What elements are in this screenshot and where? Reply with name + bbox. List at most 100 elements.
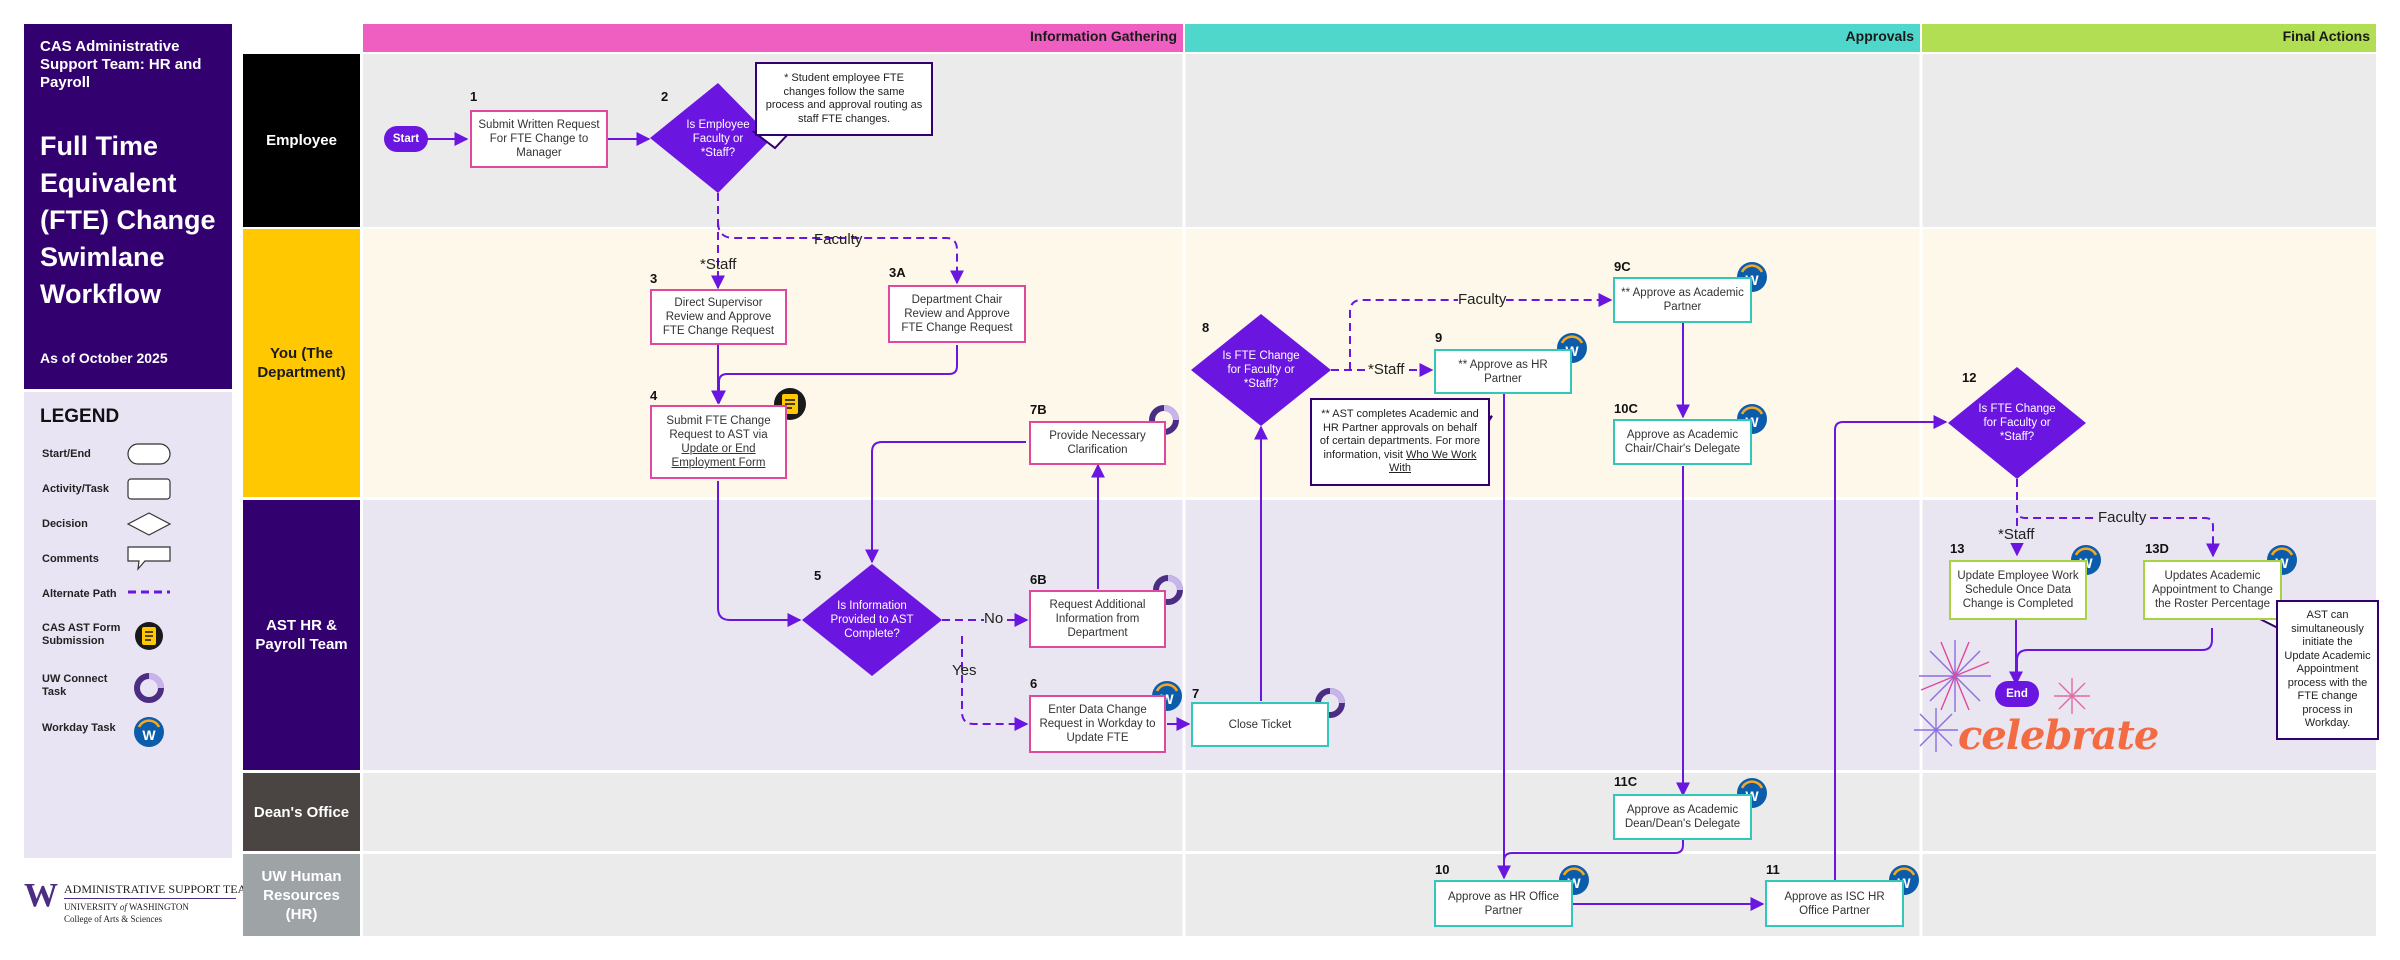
step-3-number: 3 <box>650 271 658 286</box>
path-label-yes: Yes <box>952 662 977 679</box>
step-5-number: 5 <box>814 568 822 583</box>
step-10c-number: 10C <box>1614 401 1638 416</box>
legend-workday-icon: W <box>134 717 164 747</box>
step-1-task: Submit Written Request For FTE Change to… <box>470 110 608 168</box>
step-7-number: 7 <box>1192 686 1200 701</box>
legend-label-workday: Workday Task <box>42 722 116 734</box>
step-9-task: ** Approve as HR Partner <box>1434 349 1572 394</box>
legend-label-uwconnect: UW Connect Task <box>42 673 108 698</box>
celebrate-icon: celebrate <box>1958 712 2159 759</box>
step-11-task: Approve as ISC HR Office Partner <box>1765 880 1904 927</box>
update-or-end-employment-form-link[interactable]: Update or End Employment Form <box>671 443 766 469</box>
fireworks-icon <box>1914 640 2090 752</box>
step-2-number: 2 <box>661 89 669 104</box>
ast-logo: W ADMINISTRATIVE SUPPORT TEAM UNIVERSITY… <box>24 877 257 928</box>
comment-ast-approvals: ** AST completes Academic and HR Partner… <box>1310 398 1490 486</box>
logo-line-2-b: of <box>119 902 127 912</box>
lane-uw-hr <box>363 854 2376 936</box>
svg-text:W: W <box>142 727 156 743</box>
step-5-decision-text: Is Information Provided to AST Complete? <box>830 600 914 640</box>
who-we-work-with-link[interactable]: Who We Work With <box>1389 448 1477 475</box>
start-terminal: Start <box>384 126 428 152</box>
step-3a-task: Department Chair Review and Approve FTE … <box>888 285 1026 343</box>
path-label-staff-2: *Staff <box>700 256 737 273</box>
lane-ast <box>363 500 2376 770</box>
path-label-faculty-12: Faculty <box>2098 509 2147 526</box>
step-2-decision-text: Is Employee Faculty or *Staff? <box>686 119 750 159</box>
lane-header-uw-hr: UW Human Resources (HR) <box>243 854 360 936</box>
comment-student-employees: * Student employee FTE changes follow th… <box>755 62 933 136</box>
step-11c-task: Approve as Academic Dean/Dean's Delegate <box>1613 794 1752 840</box>
step-9-number: 9 <box>1435 330 1443 345</box>
step-6-task: Enter Data Change Request in Workday to … <box>1029 695 1166 753</box>
path-label-staff-12: *Staff <box>1998 526 2035 543</box>
step-13d-task: Updates Academic Appointment to Change t… <box>2143 560 2282 620</box>
decision-12-diamond <box>1948 367 2086 479</box>
legend-activity-shape <box>127 478 171 500</box>
step-3a-number: 3A <box>889 265 906 280</box>
lane-header-ast: AST HR & Payroll Team <box>243 500 360 770</box>
legend-label-comments: Comments <box>42 553 99 565</box>
step-8-number: 8 <box>1202 320 1210 335</box>
decision-8-diamond <box>1191 314 1331 426</box>
path-label-faculty-8: Faculty <box>1458 291 1507 308</box>
page-title: Full Time Equivalent (FTE) Change Swimla… <box>40 131 216 309</box>
lane-deans-office <box>363 773 2376 851</box>
step-9c-task: ** Approve as Academic Partner <box>1613 277 1752 323</box>
phase-approvals: Approvals <box>1185 24 1920 52</box>
date-line: As of October 2025 <box>40 350 168 366</box>
step-11-number: 11 <box>1766 862 1780 877</box>
phase-information-gathering: Information Gathering <box>363 24 1183 52</box>
legend-label-start-end: Start/End <box>42 448 91 460</box>
step-11c-number: 11C <box>1614 774 1638 789</box>
step-7b-number: 7B <box>1030 402 1047 417</box>
lane-header-employee: Employee <box>243 54 360 227</box>
step-4-number: 4 <box>650 388 658 403</box>
step-4-task: Submit FTE Change Request to AST via Upd… <box>650 405 787 479</box>
lane-header-department: You (The Department) <box>243 229 360 497</box>
step-13d-number: 13D <box>2145 541 2169 556</box>
legend-title: LEGEND <box>40 406 120 427</box>
step-10-number: 10 <box>1435 862 1450 877</box>
step-10c-task: Approve as Academic Chair/Chair's Delega… <box>1613 419 1752 465</box>
comment-simultaneous-appointment: AST can simultaneously initiate the Upda… <box>2276 600 2379 740</box>
step-10-task: Approve as HR Office Partner <box>1434 880 1573 927</box>
path-label-staff-8: *Staff <box>1368 361 1405 378</box>
step-8-decision-text: Is FTE Change for Faculty or *Staff? <box>1222 350 1300 390</box>
legend-label-decision: Decision <box>42 518 88 530</box>
step-13-number: 13 <box>1950 541 1965 556</box>
logo-line-2-a: UNIVERSITY <box>64 902 120 912</box>
step-6b-number: 6B <box>1030 572 1047 587</box>
legend-form-icon <box>135 622 163 650</box>
step-12-decision-text: Is FTE Change for Faculty or *Staff? <box>1978 403 2056 443</box>
logo-line-1: ADMINISTRATIVE SUPPORT TEAM <box>64 882 257 896</box>
logo-line-3: College of Arts & Sciences <box>64 914 162 924</box>
legend-label-alternate: Alternate Path <box>42 588 117 600</box>
step-4-text: Submit FTE Change Request to AST via <box>666 415 771 441</box>
step-7-task: Close Ticket <box>1191 702 1329 747</box>
lane-header-deans-office: Dean's Office <box>243 773 360 851</box>
step-1-number: 1 <box>470 89 478 104</box>
step-6b-task: Request Additional Information from Depa… <box>1029 590 1166 648</box>
logo-divider <box>64 898 236 899</box>
legend: LEGEND Start/End Activity/Task Decision … <box>24 392 232 858</box>
decision-2-diamond <box>650 83 772 193</box>
decision-5-diamond <box>802 564 942 676</box>
department-title: CAS Administrative Support Team: HR and … <box>40 38 202 91</box>
comment-ast-approvals-text: ** AST completes Academic and HR Partner… <box>1319 408 1481 461</box>
step-7b-task: Provide Necessary Clarification <box>1029 421 1166 465</box>
title-panel: CAS Administrative Support Team: HR and … <box>24 24 232 389</box>
legend-label-activity: Activity/Task <box>42 483 110 495</box>
uw-w-logo-icon: W <box>24 877 58 914</box>
legend-uwconnect-icon <box>134 673 164 703</box>
phase-final-actions: Final Actions <box>1922 24 2376 52</box>
step-12-number: 12 <box>1962 370 1977 385</box>
step-13-task: Update Employee Work Schedule Once Data … <box>1949 560 2087 620</box>
legend-decision-shape <box>126 512 172 536</box>
logo-line-2-c: WASHINGTON <box>126 902 189 912</box>
path-label-no: No <box>984 610 1004 627</box>
logo-line-2: UNIVERSITY of WASHINGTON <box>64 902 189 912</box>
legend-start-end-shape <box>127 443 171 465</box>
step-3-task: Direct Supervisor Review and Approve FTE… <box>650 289 787 345</box>
